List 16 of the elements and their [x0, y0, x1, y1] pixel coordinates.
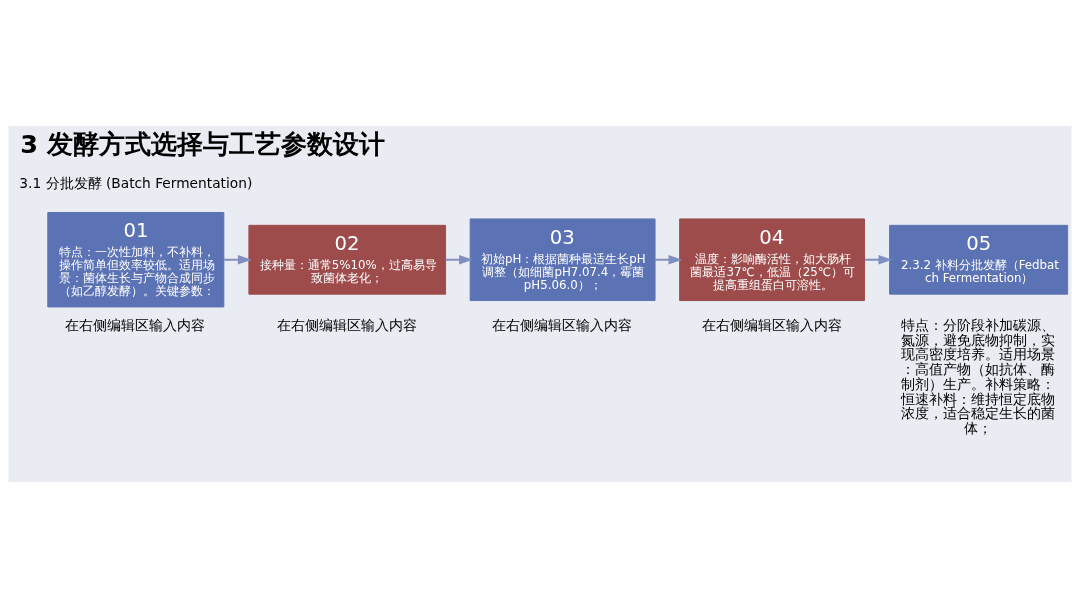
node-box: 03 初始pH：根据菌种最适生长pH调整（如细菌pH7.07.4，霉菌pH5.06.0）； [469, 218, 656, 302]
node-label: 在右侧编辑区输入内容 [65, 316, 206, 333]
diagram-title: 3 发酵方式选择与工艺参数设计 [20, 129, 385, 160]
node-label: 在右侧编辑区输入内容 [276, 316, 417, 333]
node-label: 特点：分阶段补加碳源、氮源，避免底物抑制，实现高密度培养。适用场景：高值产物（如抗体、酶制剂）生产。补料策略：恒速补料：维持恒定底物浓度，适合稳定生长的菌体； [901, 316, 1056, 437]
arrow [444, 254, 473, 265]
arrow [654, 254, 683, 265]
arrow [863, 254, 893, 265]
node-box: 02 接种量：通常5%10%，过高易导致菌体老化； [248, 224, 447, 295]
node-label: 在右侧编辑区输入内容 [492, 316, 633, 333]
node-box: 01 特点：一次性加料，不补料，操作简单但效率较低。适用场景：菌体生长与产物合成同步（如乙醇发酵）。关键参数： [47, 212, 225, 308]
arrow [223, 254, 252, 265]
node-box: 05 2.3.2 补料分批发酵（Fedbatch Fermentation） [889, 224, 1069, 295]
node-label: 在右侧编辑区输入内容 [701, 316, 842, 333]
node-box: 04 温度：影响酶活性，如大肠杆菌最适37℃，低温（25℃）可提高重组蛋白可溶性。 [679, 218, 865, 302]
label: 3.1 分批发酵 (Batch Fermentation) [19, 174, 253, 191]
